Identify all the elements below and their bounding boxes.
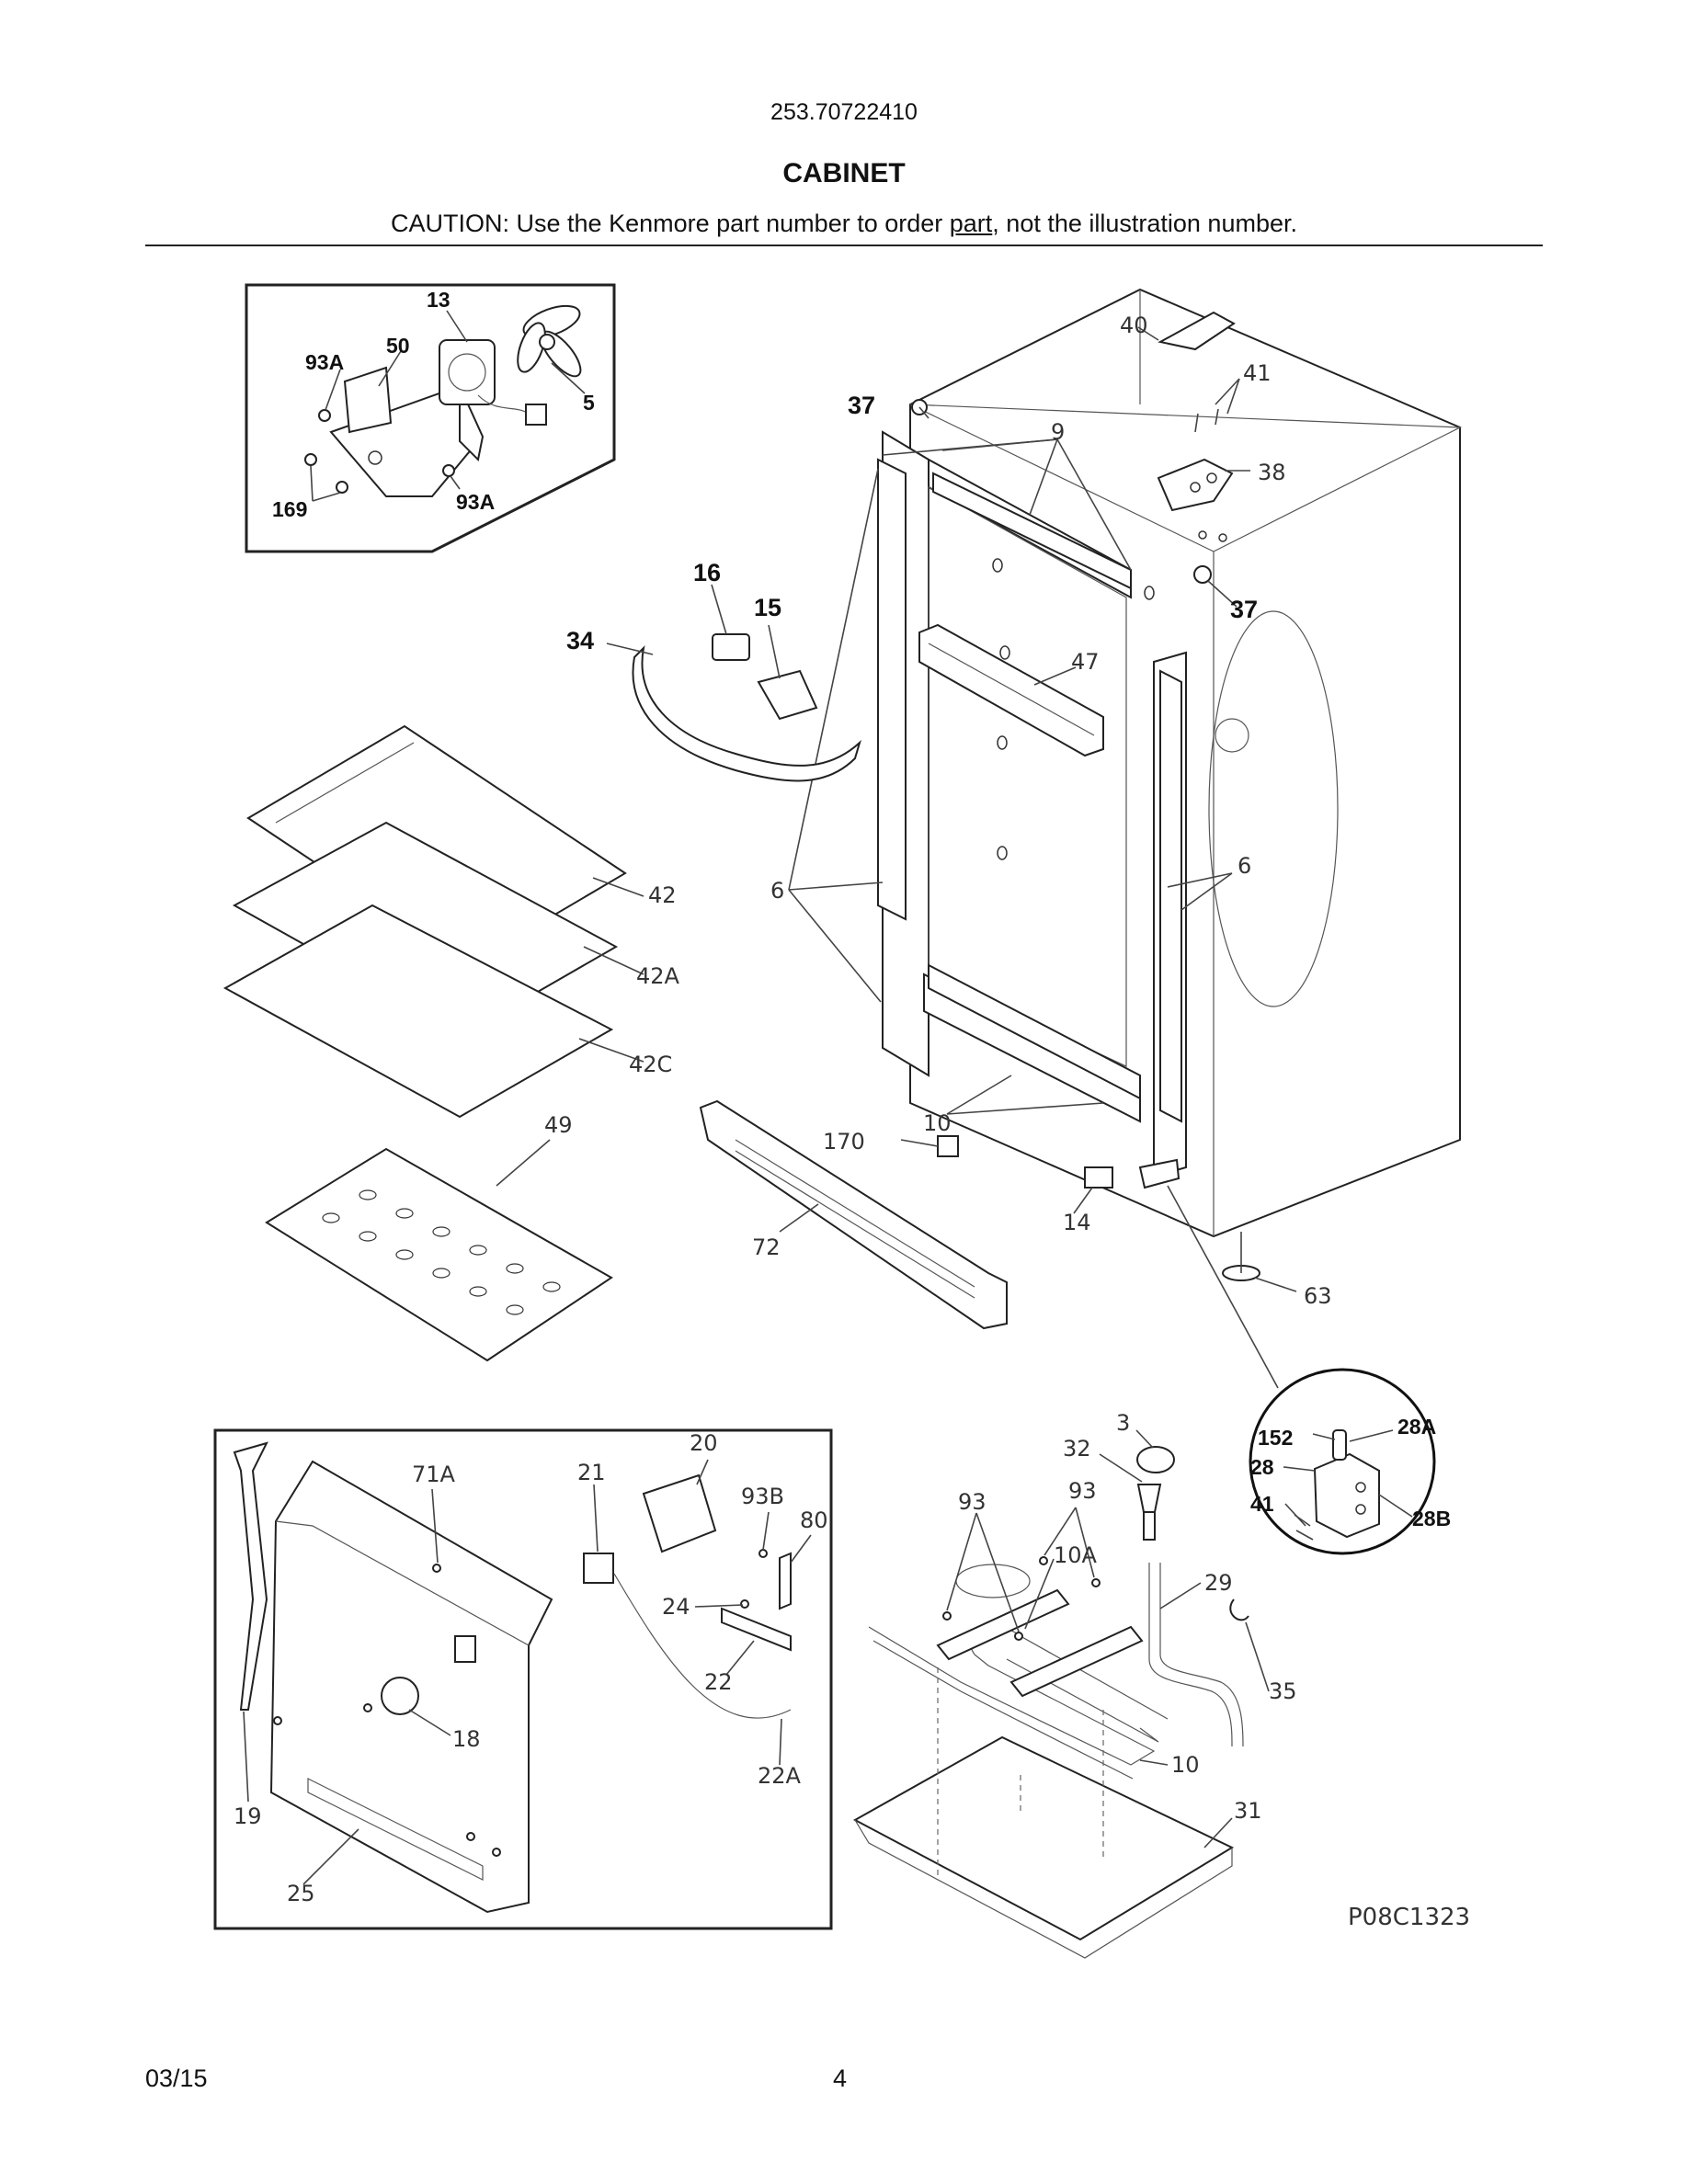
label-42: 42	[648, 882, 677, 908]
label-9: 9	[1051, 419, 1065, 445]
label-37-top: 37	[848, 392, 875, 419]
label-29: 29	[1204, 1570, 1233, 1596]
label-47: 47	[1071, 649, 1100, 675]
label-93b: 93B	[741, 1484, 784, 1509]
hinge-inset: 152 28A 28 41 28B	[1249, 1368, 1451, 1555]
label-37-right: 37	[1230, 596, 1258, 623]
shelves: 42 42A 42C 49	[222, 724, 680, 1362]
label-41: 41	[1243, 360, 1272, 386]
label-21: 21	[577, 1460, 606, 1485]
label-6-right: 6	[1237, 853, 1251, 879]
label-32: 32	[1063, 1436, 1091, 1462]
label-42c: 42C	[629, 1052, 672, 1077]
label-93-right: 93	[1068, 1478, 1097, 1504]
label-31: 31	[1234, 1798, 1262, 1824]
label-fan-5: 5	[583, 391, 595, 415]
light-assembly: 34 16 15	[566, 559, 861, 782]
label-93-left: 93	[958, 1489, 987, 1515]
label-40: 40	[1120, 313, 1148, 338]
condenser-and-drain-pan: 3 32 93 93 10A 29 35 10 31	[852, 1410, 1297, 1959]
label-35: 35	[1269, 1678, 1297, 1704]
label-22a: 22A	[758, 1763, 802, 1789]
header-divider	[145, 245, 1543, 246]
page-number: 4	[833, 2065, 848, 2092]
rear-panel-inset: 71A 21 20 93B 80 24 22 22A 18 19 25	[213, 1428, 833, 1930]
label-38: 38	[1258, 460, 1286, 485]
label-71a: 71A	[412, 1462, 456, 1487]
caution-part-word: part	[949, 210, 993, 237]
label-24: 24	[662, 1594, 690, 1620]
label-fan-50: 50	[386, 334, 410, 358]
label-fan-169: 169	[272, 497, 307, 521]
label-10-cabinet: 10	[923, 1110, 952, 1136]
label-72: 72	[752, 1234, 781, 1260]
label-25: 25	[287, 1881, 315, 1906]
label-19: 19	[234, 1803, 262, 1829]
label-63: 63	[1304, 1283, 1332, 1309]
label-49: 49	[544, 1112, 573, 1138]
label-18: 18	[452, 1726, 481, 1752]
label-hinge-28a: 28A	[1397, 1415, 1436, 1439]
model-number: 253.70722410	[770, 99, 918, 125]
label-10-coil: 10	[1171, 1752, 1200, 1778]
label-34: 34	[566, 627, 594, 654]
caution-prefix: CAUTION: Use the Kenmore part number to …	[391, 210, 950, 237]
cabinet-body: 37 40 41 9 38 37 47 6 6 10 14 63	[770, 288, 1463, 1389]
label-170: 170	[823, 1129, 865, 1155]
label-fan-93a-bottom: 93A	[456, 490, 495, 514]
label-hinge-28: 28	[1250, 1455, 1274, 1479]
label-22: 22	[704, 1669, 733, 1695]
illustration-code: P08C1323	[1348, 1904, 1470, 1931]
footer-date: 03/15	[145, 2065, 208, 2092]
toe-grille: 170 72	[699, 1099, 1008, 1330]
label-hinge-28b: 28B	[1412, 1507, 1451, 1530]
caution-note: CAUTION: Use the Kenmore part number to …	[0, 210, 1688, 238]
caution-suffix: , not the illustration number.	[992, 210, 1297, 237]
label-15: 15	[754, 594, 781, 621]
label-16: 16	[693, 559, 721, 586]
label-42a: 42A	[636, 963, 680, 989]
label-fan-93a-top: 93A	[305, 350, 344, 374]
label-6-left: 6	[770, 878, 784, 904]
fan-assembly-inset: 13 50 93A 5 169 93A	[245, 283, 616, 553]
label-14: 14	[1063, 1210, 1091, 1235]
label-hinge-41: 41	[1250, 1492, 1274, 1516]
label-fan-13: 13	[427, 288, 451, 312]
label-3: 3	[1116, 1410, 1130, 1436]
label-hinge-152: 152	[1258, 1426, 1293, 1450]
label-10a: 10A	[1054, 1542, 1098, 1568]
label-80: 80	[800, 1507, 828, 1533]
label-20: 20	[690, 1430, 718, 1456]
section-title: CABINET	[782, 158, 906, 188]
